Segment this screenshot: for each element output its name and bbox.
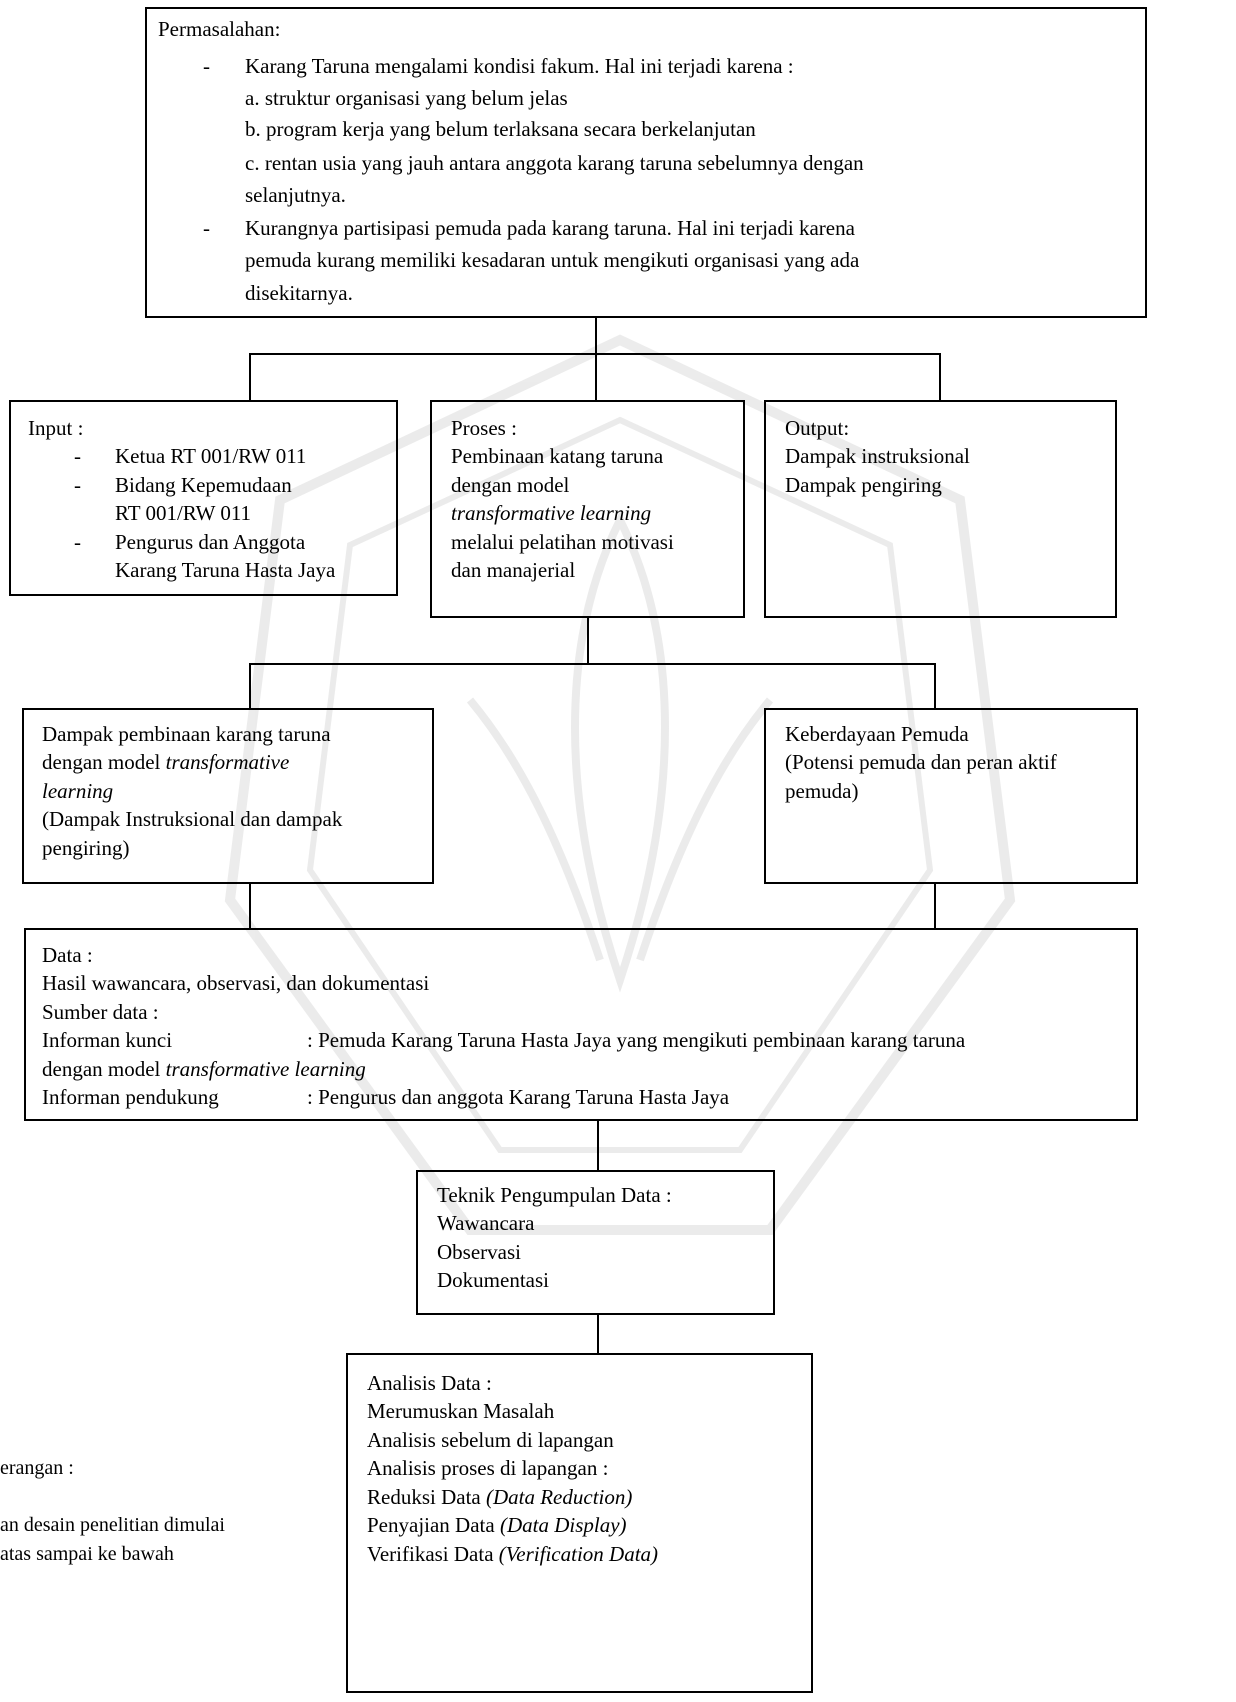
empowerment-line: pemuda): [785, 779, 859, 803]
analysis-step: Penyajian Data (Data Display): [367, 1515, 627, 1536]
note-line: an desain penelitian dimulai: [0, 1514, 225, 1536]
technique-item: Wawancara: [437, 1211, 535, 1235]
technique-title: Teknik Pengumpulan Data :: [437, 1183, 672, 1207]
problem-item-2-line: disekitarnya.: [245, 281, 353, 305]
problem-bullet: -: [203, 216, 210, 240]
connector-line: [939, 353, 941, 401]
input-item: RT 001/RW 011: [115, 501, 252, 525]
output-title: Output:: [785, 416, 850, 440]
input-title: Input :: [28, 416, 84, 440]
note-line: atas sampai ke bawah: [0, 1543, 174, 1565]
technique-box: [416, 1170, 775, 1315]
analysis-item: Analisis proses di lapangan :: [367, 1456, 609, 1480]
empowerment-box: [764, 708, 1138, 884]
process-line: Pembinaan katang taruna: [451, 444, 664, 468]
process-title: Proses :: [451, 416, 517, 440]
impact-line: pengiring): [42, 836, 130, 860]
connector-line: [595, 318, 597, 354]
impact-line: learning: [42, 779, 114, 803]
impact-box: [22, 708, 434, 884]
process-line: dan manajerial: [451, 558, 576, 582]
analysis-title: Analisis Data :: [367, 1371, 492, 1395]
problem-bullet: -: [203, 54, 210, 78]
problem-item-1: Karang Taruna mengalami kondisi fakum. H…: [245, 54, 794, 78]
data-title: Data :: [42, 943, 93, 967]
process-box: [430, 400, 745, 618]
input-bullet: -: [74, 444, 81, 468]
empowerment-line: Keberdayaan Pemuda: [785, 722, 969, 746]
problem-sub-c: c. rentan usia yang jauh antara anggota …: [245, 151, 864, 175]
connector-line: [597, 1315, 599, 1354]
input-item: Karang Taruna Hasta Jaya: [115, 558, 336, 582]
analysis-step: Reduksi Data (Data Reduction): [367, 1487, 632, 1508]
process-line: melalui pelatihan motivasi: [451, 530, 674, 554]
connector-line: [587, 618, 589, 664]
empowerment-line: (Potensi pemuda dan peran aktif: [785, 750, 1057, 774]
problem-sub-c-cont: selanjutnya.: [245, 183, 346, 207]
connector-line: [249, 353, 251, 401]
data-box: [24, 928, 1138, 1121]
connector-line: [249, 884, 251, 929]
problem-sub-b: b. program kerja yang belum terlaksana s…: [245, 117, 756, 141]
process-line: dengan model: [451, 473, 570, 497]
input-bullet: -: [74, 473, 81, 497]
analysis-step-italic: (Data Reduction): [485, 1485, 633, 1509]
problem-item-2-line: pemuda kurang memiliki kesadaran untuk m…: [245, 248, 860, 272]
support-informant-text: : Pengurus dan anggota Karang Taruna Has…: [307, 1085, 730, 1109]
key-informant-cont: dengan model transformative learning: [42, 1059, 366, 1080]
analysis-step-label: Verifikasi Data: [367, 1542, 499, 1566]
input-item: Pengurus dan Anggota: [115, 530, 306, 554]
technique-item: Dokumentasi: [437, 1268, 549, 1292]
analysis-box: [346, 1353, 813, 1693]
data-line: Hasil wawancara, observasi, dan dokument…: [42, 971, 430, 995]
key-informant-cont-text: dengan model: [42, 1057, 166, 1081]
impact-line: (Dampak Instruksional dan dampak: [42, 807, 343, 831]
input-item: Bidang Kepemudaan: [115, 473, 292, 497]
connector-line: [934, 884, 936, 929]
problem-title: Permasalahan:: [158, 17, 281, 41]
connector-line: [249, 663, 935, 665]
connector-line: [249, 663, 251, 709]
connector-line: [934, 663, 936, 709]
note-line: erangan :: [0, 1457, 74, 1479]
analysis-item: Merumuskan Masalah: [367, 1399, 555, 1423]
key-informant-text: : Pemuda Karang Taruna Hasta Jaya yang m…: [307, 1028, 966, 1052]
problem-sub-a: a. struktur organisasi yang belum jelas: [245, 86, 568, 110]
input-bullet: -: [74, 530, 81, 554]
key-informant-label: Informan kunci: [42, 1028, 173, 1052]
support-informant-label: Informan pendukung: [42, 1085, 219, 1109]
output-line: Dampak instruksional: [785, 444, 970, 468]
connector-line: [597, 1121, 599, 1171]
impact-line: dengan model transformative: [42, 752, 289, 773]
analysis-item: Analisis sebelum di lapangan: [367, 1428, 614, 1452]
analysis-step: Verifikasi Data (Verification Data): [367, 1544, 658, 1565]
connector-line: [595, 353, 597, 401]
analysis-step-label: Reduksi Data: [367, 1485, 486, 1509]
analysis-step-italic: (Data Display): [499, 1513, 627, 1537]
analysis-step-italic: (Verification Data): [498, 1542, 659, 1566]
output-line: Dampak pengiring: [785, 473, 942, 497]
input-item: Ketua RT 001/RW 011: [115, 444, 307, 468]
key-informant-cont-italic: transformative learning: [165, 1057, 366, 1081]
technique-item: Observasi: [437, 1240, 521, 1264]
process-line: transformative learning: [451, 501, 652, 525]
impact-line-text: dengan model: [42, 750, 166, 774]
problem-box: [145, 7, 1147, 318]
impact-line: Dampak pembinaan karang taruna: [42, 722, 331, 746]
input-box: [9, 400, 398, 596]
data-source-title: Sumber data :: [42, 1000, 159, 1024]
output-box: [764, 400, 1117, 618]
analysis-step-label: Penyajian Data: [367, 1513, 500, 1537]
problem-item-2: Kurangnya partisipasi pemuda pada karang…: [245, 216, 855, 240]
impact-line-italic: transformative: [165, 750, 290, 774]
